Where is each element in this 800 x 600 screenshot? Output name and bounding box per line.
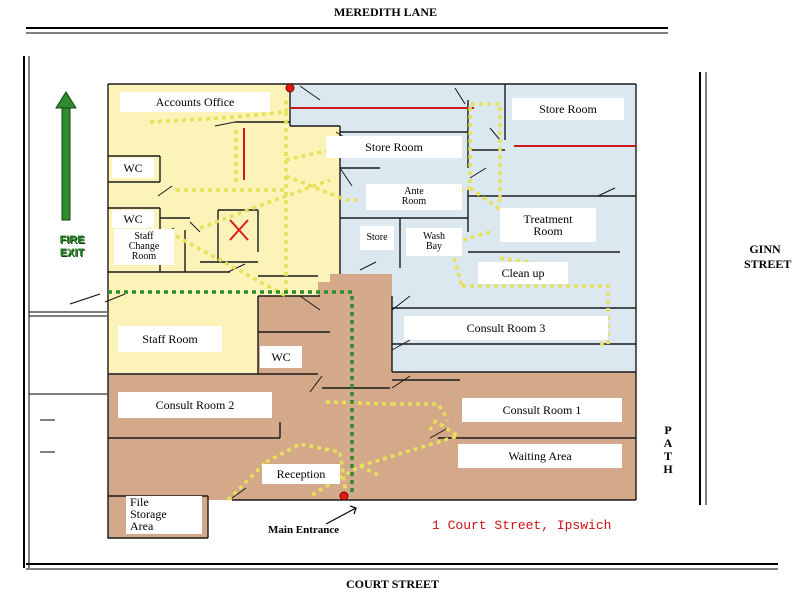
room-store-room-top: Store Room [512,98,624,120]
address-label: 1 Court Street, Ipswich [432,518,612,533]
street-east-line1: GINN [749,242,781,256]
room-reception: Reception [262,464,340,484]
fire-exit-line1: FIRE [59,234,85,246]
brown-zone [108,274,636,538]
room-wash-bay: Wash Bay [406,228,462,256]
path-letter: T [663,449,672,463]
room-store-small: Store [360,226,394,250]
path-letter: H [663,462,673,476]
room-treatment-line: Treatment [523,212,573,226]
path-label: P A T H [661,424,675,476]
street-east-line2: STREET [744,257,792,271]
room-file-storage-line: Storage [130,507,167,521]
room-file-storage-line: File [130,495,149,509]
room-wc-lower: WC [260,346,302,368]
fire-exit-label: FIRE EXIT [50,234,94,260]
room-clean-up: Clean up [478,262,568,284]
room-consult-1: Consult Room 1 [462,398,622,422]
room-ante-line: Ante [404,186,424,197]
room-store-room-mid: Store Room [326,136,462,158]
path-letter: A [663,436,673,450]
room-wash-bay-line: Bay [425,241,443,252]
room-consult-3: Consult Room 3 [404,316,608,340]
hazard-cross-icon [229,219,249,241]
street-north: MEREDITH LANE [334,5,438,19]
room-ante-line: Room [401,196,427,207]
room-treatment-room: Treatment Room [500,208,596,242]
fire-point-icon [285,83,349,501]
yellow-zone [108,84,340,374]
room-file-storage: File Storage Area [126,496,202,534]
room-accounts-office: Accounts Office [120,92,270,112]
main-entrance-label: Main Entrance [268,524,340,536]
room-staff-change: Staff Change Room [114,229,174,265]
street-east: GINN STREET [744,242,792,272]
room-staff-change-line: Room [131,251,157,262]
exit-arrow-icon [55,91,77,221]
fire-exit-route [108,290,354,496]
room-ante-room: Ante Room [366,184,462,210]
room-wash-bay-line: Wash [423,231,445,242]
red-walls [243,107,636,180]
room-file-storage-line: Area [130,519,154,533]
room-staff-room: Staff Room [118,326,222,352]
room-wc-top: WC [112,158,154,178]
fire-exit-line2: EXIT [59,247,85,259]
room-staff-change-line: Change [128,241,160,252]
room-wc-second: WC [112,210,154,228]
room-waiting-area: Waiting Area [458,444,622,468]
street-south: COURT STREET [346,577,440,591]
side-lines [29,293,107,453]
room-treatment-line: Room [533,224,563,238]
room-consult-2: Consult Room 2 [118,392,272,418]
room-staff-change-line: Staff [134,231,154,242]
entrance-arrow-icon [325,505,357,525]
path-letter: P [664,423,672,437]
